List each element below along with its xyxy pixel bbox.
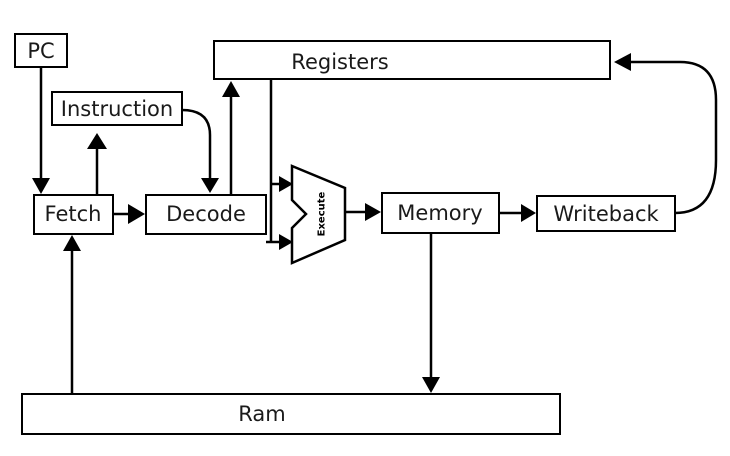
memory-label: Memory	[397, 201, 482, 225]
writeback-box: Writeback	[536, 195, 676, 232]
arrow-instruction-to-decode	[181, 108, 219, 193]
arrow-memory-to-writeback	[499, 204, 536, 222]
writeback-label: Writeback	[553, 202, 659, 226]
decode-box: Decode	[145, 194, 267, 235]
ram-label: Ram	[238, 402, 285, 426]
fetch-label: Fetch	[45, 202, 102, 226]
arrow-fetch-to-decode	[113, 204, 145, 224]
registers-box: Registers	[213, 40, 611, 80]
pc-box: PC	[14, 33, 68, 68]
registers-label: Registers	[291, 50, 388, 74]
arrow-writeback-to-registers	[614, 53, 718, 215]
arrow-fetch-to-instruction	[87, 133, 107, 195]
arrow-alu-to-memory	[345, 203, 381, 221]
instruction-box: Instruction	[51, 91, 183, 126]
arrow-ram-to-fetch	[63, 235, 81, 394]
memory-box: Memory	[381, 192, 500, 234]
instruction-label: Instruction	[61, 97, 173, 121]
fetch-box: Fetch	[33, 194, 114, 235]
alu-unit: Execute	[290, 164, 347, 265]
arrow-memory-to-ram	[422, 233, 440, 393]
decode-label: Decode	[166, 202, 246, 226]
alu-label: Execute	[317, 191, 328, 236]
arrow-pc-to-fetch	[32, 67, 50, 194]
ram-box: Ram	[21, 393, 561, 435]
arrow-registers-to-alu	[269, 79, 293, 242]
arrow-decode-to-registers	[222, 81, 240, 195]
pc-label: PC	[27, 39, 54, 63]
arrow-decode-to-alu	[266, 234, 293, 250]
